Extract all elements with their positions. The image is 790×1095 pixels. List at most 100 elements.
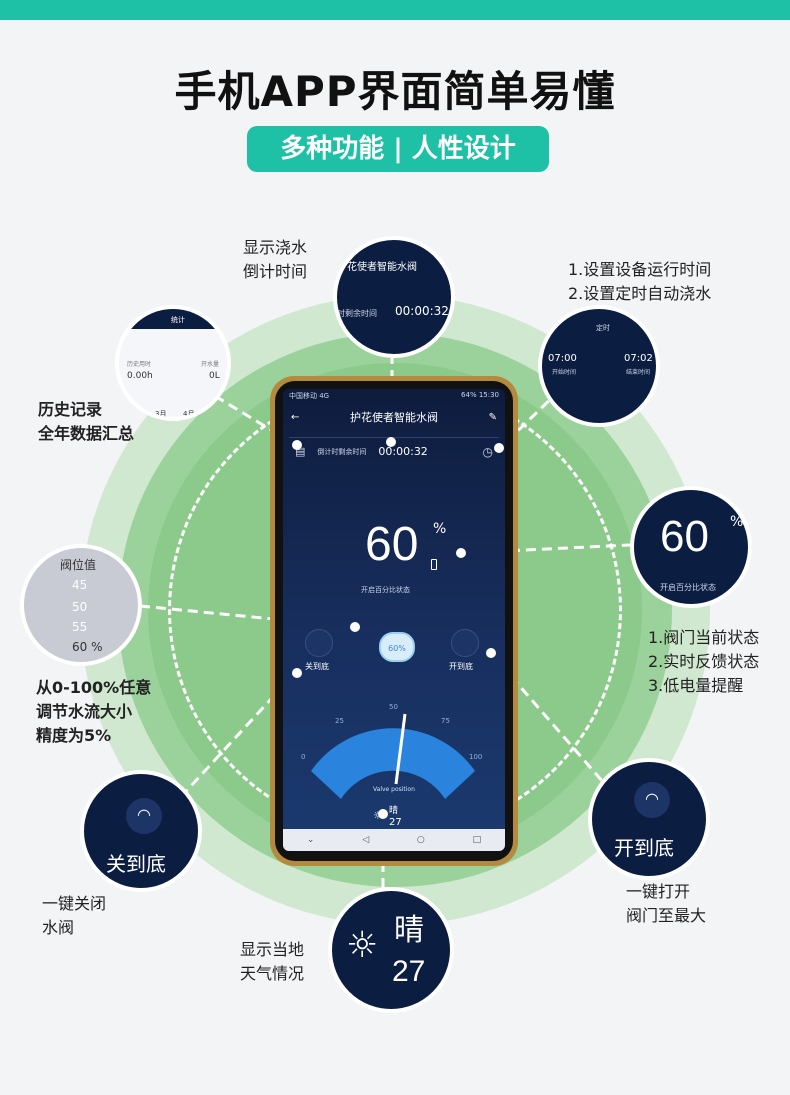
status-bar: 中国移动 4G 64% 15:30 xyxy=(283,389,505,403)
timer-feature-title: 花使者智能水阀 xyxy=(347,262,417,273)
timer-caption-1: 显示浇水 xyxy=(243,238,308,257)
percent-caption-2: 2.实时反馈状态 xyxy=(648,652,760,671)
timer-label: 倒计时剩余时间 xyxy=(317,447,367,456)
timer-feature-label: 时剩余时间 xyxy=(337,309,377,318)
weather-feature-circle: ☼ 晴 27 xyxy=(328,887,454,1013)
valve-caption-2: 调节水流大小 xyxy=(36,702,133,721)
history-col1: 历史用时 xyxy=(127,361,152,368)
schedule-head: 定时 xyxy=(596,324,610,332)
nav-recent-icon[interactable]: □ xyxy=(472,835,482,845)
schedule-caption-1: 1.设置设备运行时间 xyxy=(568,260,712,279)
status-left: 中国移动 4G xyxy=(289,392,330,400)
percent-feature-circle: 60 % 开启百分比状态 xyxy=(630,486,752,608)
valve-value-4: 60 % xyxy=(72,640,103,654)
schedule-start-label: 开始时间 xyxy=(552,369,577,376)
open-caption-1: 一键打开 xyxy=(626,882,691,901)
valve-value-1: 45 xyxy=(72,578,88,592)
weather-feature-text: 晴 xyxy=(394,913,424,948)
valve-caption-1: 从0-100%任意 xyxy=(36,678,152,697)
gauge-tick-25: 25 xyxy=(335,717,344,725)
temperature: 27 xyxy=(389,817,402,828)
timer-feature-value: 00:00:32 xyxy=(395,304,449,318)
gauge-tick-50: 50 xyxy=(389,703,398,711)
valve-value-2: 50 xyxy=(72,600,88,614)
open-caption-2: 阀门至最大 xyxy=(626,906,707,925)
valve-value-3: 55 xyxy=(72,620,88,634)
close-valve-button[interactable] xyxy=(305,629,333,657)
open-valve-button[interactable] xyxy=(451,629,479,657)
history-caption-2: 全年数据汇总 xyxy=(38,424,135,443)
history-icon[interactable]: ▤ xyxy=(295,445,306,458)
schedule-feature-circle: 定时 07:00 07:02 开始时间 结束时间 xyxy=(538,305,660,427)
nav-down-icon[interactable]: ⌄ xyxy=(306,835,315,845)
history-head: 统计 xyxy=(171,316,185,324)
valve-caption-3: 精度为5% xyxy=(36,726,112,745)
connector-dot xyxy=(292,668,302,678)
battery-icon xyxy=(431,559,437,570)
history-col2: 开水量 xyxy=(201,361,220,368)
valve-values-head: 阀位值 xyxy=(60,558,97,572)
history-month-1: 3月 xyxy=(155,410,167,418)
timer-value: 00:00:32 xyxy=(378,445,428,458)
history-month-2: 4月 xyxy=(183,410,195,418)
gauge-icon: ◠ xyxy=(126,798,162,834)
gauge-icon: ◠ xyxy=(634,782,670,818)
connector-dot xyxy=(494,443,504,453)
close-feature-label: 关到底 xyxy=(106,852,166,876)
clock-icon[interactable]: ◷ xyxy=(482,444,493,459)
connector-dot xyxy=(486,648,496,658)
edit-icon[interactable]: ✎ xyxy=(488,411,497,423)
gauge-caption: Valve position xyxy=(373,786,415,793)
connector-dot xyxy=(350,622,360,632)
subtitle-badge: 多种功能 | 人性设计 xyxy=(247,126,549,172)
open-feature-label: 开到底 xyxy=(614,836,674,860)
percent-feature-label: 开启百分比状态 xyxy=(660,583,716,592)
percent-caption-3: 3.低电量提醒 xyxy=(648,676,744,695)
status-right: 64% 15:30 xyxy=(461,391,499,399)
position-pill[interactable]: 60% xyxy=(379,632,415,662)
percent-label: 开启百分比状态 xyxy=(361,586,410,594)
history-val2: 0L xyxy=(209,371,220,381)
nav-home-icon[interactable]: ○ xyxy=(416,835,425,845)
timer-caption-2: 倒计时间 xyxy=(243,262,308,281)
connector-dot xyxy=(386,437,396,447)
history-feature-circle: 统计 历史用时 开水量 0.00h 0L 3月 4月 xyxy=(115,305,231,421)
valve-gauge[interactable]: 0 25 50 75 100 Valve position xyxy=(293,699,493,809)
app-header: ← 护花使者智能水阀 ✎ xyxy=(283,403,505,431)
connector-dot xyxy=(456,548,466,558)
sun-icon: ☼ xyxy=(373,809,383,822)
schedule-start: 07:00 xyxy=(548,353,577,364)
close-caption-2: 水阀 xyxy=(42,918,75,937)
nav-back-icon[interactable]: ◁ xyxy=(362,835,370,845)
weather-caption-2: 天气情况 xyxy=(240,964,305,983)
timer-feature-circle: 花使者智能水阀 时剩余时间 00:00:32 xyxy=(333,236,455,358)
schedule-caption-2: 2.设置定时自动浇水 xyxy=(568,284,712,303)
close-valve-label: 关到底 xyxy=(305,662,329,671)
system-nav-bar: ⌄ ◁ ○ □ xyxy=(283,829,505,851)
schedule-end-label: 结束时间 xyxy=(626,369,651,376)
history-val1: 0.00h xyxy=(127,371,153,381)
top-accent-bar xyxy=(0,0,790,20)
valve-values-circle: 阀位值 45 50 55 60 % xyxy=(20,544,142,666)
percent-feature-value: 60 xyxy=(660,512,709,561)
back-arrow-icon[interactable]: ← xyxy=(291,411,300,423)
open-valve-label: 开到底 xyxy=(449,662,473,671)
app-title: 护花使者智能水阀 xyxy=(350,411,438,424)
schedule-end: 07:02 xyxy=(624,353,653,364)
close-feature-circle: ◠ 关到底 xyxy=(80,770,202,892)
connector-dot xyxy=(378,809,388,819)
history-caption-1: 历史记录 xyxy=(38,400,103,419)
weather-feature-temp: 27 xyxy=(392,955,426,988)
open-feature-circle: ◠ 开到底 xyxy=(588,758,710,880)
weather-caption-1: 显示当地 xyxy=(240,940,305,959)
sun-icon: ☼ xyxy=(346,925,379,966)
gauge-tick-75: 75 xyxy=(441,717,450,725)
connector-dot xyxy=(292,440,302,450)
page-title: 手机APP界面简单易懂 xyxy=(174,67,616,116)
percent-feature-sign: % xyxy=(730,514,744,530)
weather-text: 晴 xyxy=(389,806,399,816)
gauge-tick-0: 0 xyxy=(301,753,305,761)
phone-bezel: 中国移动 4G 64% 15:30 ← 护花使者智能水阀 ✎ ▤ 倒计时剩余时间… xyxy=(275,381,513,861)
gauge-tick-100: 100 xyxy=(469,753,482,761)
percent-sign: % xyxy=(433,521,447,537)
